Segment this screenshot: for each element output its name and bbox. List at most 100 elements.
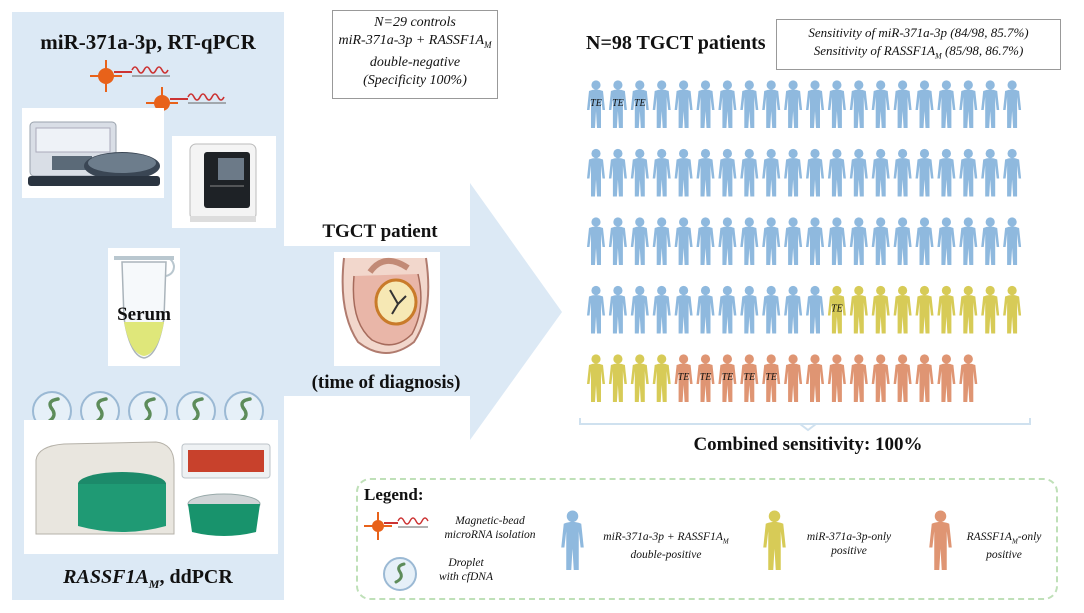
patient-double (652, 217, 671, 265)
patient-double (608, 80, 627, 128)
patient-double (784, 80, 803, 128)
patient-double (696, 80, 715, 128)
patient-double (937, 80, 956, 128)
patient-double (608, 148, 627, 197)
patient-mir-only (630, 354, 649, 402)
patient-double (937, 148, 956, 197)
patient-double (915, 217, 934, 265)
patient-rassf-only (937, 354, 956, 402)
person-icon (763, 510, 786, 570)
patient-rassf-only (674, 354, 693, 402)
patient-double (587, 80, 605, 128)
patient-double (762, 148, 781, 197)
serum-label: Serum (117, 304, 171, 325)
patient-mir-only (587, 354, 605, 402)
patient-double (784, 148, 803, 197)
patient-mir-only (849, 285, 868, 334)
patient-rassf-only (871, 354, 890, 402)
patient-mir-only (937, 285, 956, 334)
patient-double (871, 217, 890, 265)
patient-double (740, 285, 759, 334)
bead-icon (146, 87, 226, 119)
bead-icon (90, 60, 170, 92)
patient-mir-only (827, 285, 846, 334)
patient-double (827, 148, 846, 197)
patient-double (893, 148, 912, 197)
patient-double (849, 80, 868, 128)
patient-double (959, 148, 978, 197)
te-label: TE (743, 372, 755, 383)
patient-mir-only (981, 285, 1000, 334)
patient-double (740, 217, 759, 265)
patient-double (893, 80, 912, 128)
patient-rassf-only (762, 354, 781, 402)
patient-mir-only (1003, 285, 1022, 334)
patient-double (981, 217, 1000, 265)
patient-double (740, 148, 759, 197)
patient-double (674, 217, 693, 265)
patient-mir-only (893, 285, 912, 334)
patient-double (674, 80, 693, 128)
patient-mir-only (871, 285, 890, 334)
patient-rassf-only (806, 354, 824, 402)
patient-double (827, 80, 846, 128)
patient-double (915, 148, 934, 197)
legend-droplet-icon (383, 557, 417, 591)
patient-double (806, 80, 824, 128)
patient-double (608, 285, 627, 334)
patient-double (696, 148, 715, 197)
patient-double (959, 80, 978, 128)
patient-double (893, 217, 912, 265)
legend-title: Legend: (364, 485, 424, 504)
patient-double (784, 285, 803, 334)
te-label: TE (678, 372, 690, 383)
te-label: TE (831, 304, 843, 315)
legend-double-icon (561, 510, 584, 570)
ddpcr-instrument-image (24, 420, 278, 554)
patient-double (740, 80, 759, 128)
combined-sensitivity: Combined sensitivity: 100% (693, 434, 923, 455)
patient-double (849, 217, 868, 265)
patient-double (608, 217, 627, 265)
patient-double (587, 285, 605, 334)
patient-double (652, 80, 671, 128)
patient-mir-only (959, 285, 978, 334)
diagnosis-label: (time of diagnosis) (311, 372, 461, 393)
patient-double (871, 148, 890, 197)
person-icon (561, 510, 584, 570)
patients-title: N=98 TGCT patients (586, 32, 766, 54)
patient-mir-only (608, 354, 627, 402)
serum-tube-image (108, 248, 180, 366)
patient-double (674, 285, 693, 334)
te-label: TE (700, 372, 712, 383)
qpcr-instrument-image (172, 136, 276, 228)
extraction-instrument-image (22, 108, 164, 198)
patient-rassf-only (849, 354, 868, 402)
patient-rassf-only (696, 354, 715, 402)
patient-double (827, 217, 846, 265)
patient-mir-only (652, 354, 671, 402)
patient-mir-only (915, 285, 934, 334)
controls-box: N=29 controls miR-371a-3p + RASSF1AM dou… (332, 10, 498, 99)
patient-double (784, 217, 803, 265)
patient-double (959, 217, 978, 265)
patient-double (849, 148, 868, 197)
patient-double (718, 217, 737, 265)
patient-double (587, 148, 605, 197)
legend-rassf-icon (929, 510, 952, 570)
patient-rassf-only (740, 354, 759, 402)
patient-double (1003, 217, 1022, 265)
sensitivity-box: Sensitivity of miR-371a-3p (84/98, 85.7%… (776, 19, 1061, 70)
patient-double (981, 148, 1000, 197)
patient-double (718, 285, 737, 334)
patient-double (806, 285, 824, 334)
patient-double (630, 148, 649, 197)
rt-qpcr-title: miR-371a-3p, RT-qPCR (40, 30, 256, 54)
patient-double (762, 285, 781, 334)
patient-double (762, 217, 781, 265)
